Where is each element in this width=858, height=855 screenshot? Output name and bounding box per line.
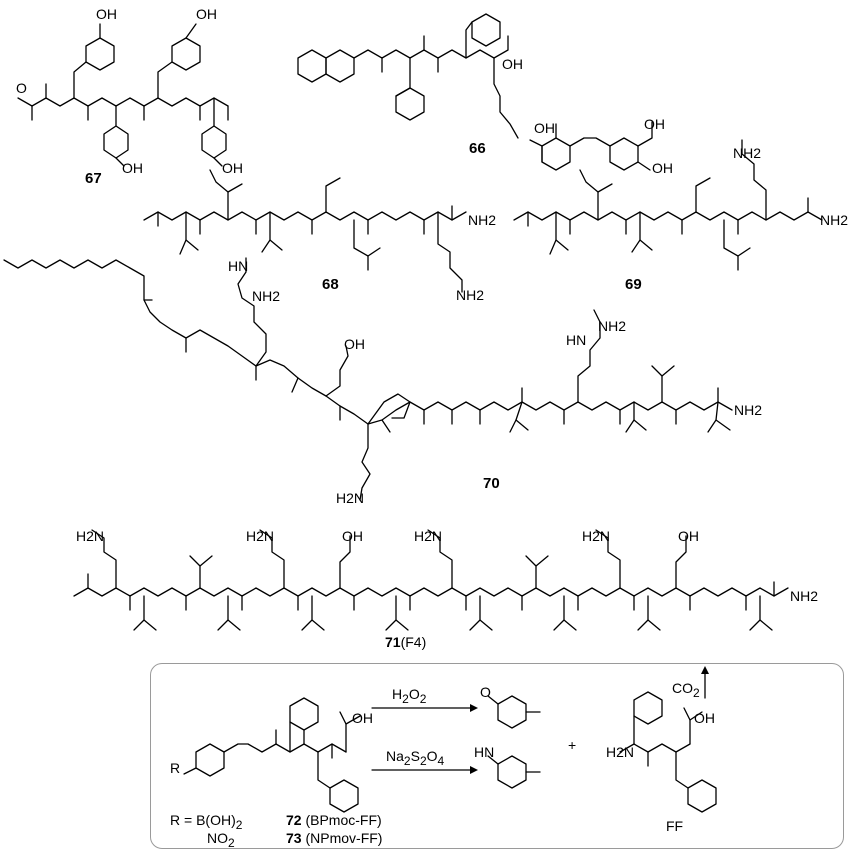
substituent-boronic-acid: R = B(OH)2 <box>170 812 242 832</box>
reagent-subscript: 2 <box>419 691 427 706</box>
atom-label: OH <box>352 710 373 726</box>
arrowhead-co2 <box>701 666 709 674</box>
reagent-hydrogen-peroxide: H2O2 <box>392 686 426 706</box>
compound-68-structure <box>143 169 467 293</box>
atom-label: OH <box>678 528 699 544</box>
compound-label-70: 70 <box>483 475 500 492</box>
compound-67-structure <box>17 23 229 167</box>
compound-72-label: 72 (BPmoc-FF) <box>286 812 382 828</box>
atom-label: NH2 <box>252 288 281 304</box>
compound-69-structure <box>513 139 823 271</box>
atom-label: NH2 <box>598 318 627 334</box>
reagent-subscript: 2 <box>402 691 409 706</box>
reagent-text: H <box>392 686 403 702</box>
atom-label: HN <box>566 332 587 348</box>
substituent-subscript: 2 <box>228 835 235 850</box>
compound-label-66: 66 <box>469 140 486 157</box>
atom-label: H2N <box>414 528 443 544</box>
atom-label: NH2 <box>734 402 763 418</box>
compound-name-72: (BPmoc-FF) <box>305 812 382 828</box>
compound-70-structure <box>3 257 733 501</box>
atom-label: H2N <box>246 528 275 544</box>
reagent-text: O <box>426 748 438 764</box>
atom-label: H2N <box>606 744 635 760</box>
compound-alias-71: (F4) <box>400 634 427 650</box>
reagent-subscript: 4 <box>437 753 445 768</box>
scheme-structures <box>183 671 717 813</box>
substituent-nitro: NO2 <box>207 830 235 850</box>
atom-label: OH <box>122 160 143 176</box>
atom-label: HN <box>228 258 249 274</box>
atom-label: R <box>170 760 181 776</box>
reagent-subscript: 2 <box>419 753 427 768</box>
scheme-box <box>150 663 844 849</box>
reagent-subscript: 2 <box>403 753 411 768</box>
compound-number-71: 71 <box>385 634 401 650</box>
atom-label: OH <box>644 116 665 132</box>
compound-label-68: 68 <box>322 276 339 293</box>
product-ff-label: FF <box>666 818 684 834</box>
atom-label: OH <box>342 528 363 544</box>
co2-subscript: 2 <box>693 685 700 700</box>
plus-sign: + <box>568 737 577 753</box>
atom-label: OH <box>222 160 243 176</box>
arrowhead-top <box>470 704 478 712</box>
compound-71-structure <box>73 529 789 631</box>
atom-label: OH <box>694 710 715 726</box>
arrowhead-bottom <box>470 766 478 774</box>
reagent-text: Na <box>386 748 404 764</box>
atom-label: NH2 <box>790 588 819 604</box>
co2-text: CO <box>672 680 693 696</box>
atom-label: H2N <box>582 528 611 544</box>
compound-73-label: 73 (NPmov-FF) <box>286 830 382 846</box>
compound-number-72: 72 <box>286 812 302 828</box>
atom-label: OH <box>96 6 117 22</box>
reagent-sodium-dithionite: Na2S2O4 <box>386 748 444 768</box>
atom-label: H2N <box>76 528 105 544</box>
compound-label-71: 71(F4) <box>385 634 426 650</box>
substituent-subscript: 2 <box>235 817 243 832</box>
atom-label: O <box>16 80 27 96</box>
atom-label: OH <box>344 336 365 352</box>
atom-label: HN <box>474 744 495 760</box>
compound-number-73: 73 <box>286 830 302 846</box>
atom-label: OH <box>502 56 523 72</box>
substituent-text: NO <box>207 830 228 846</box>
compound-label-69: 69 <box>625 276 642 293</box>
compound-label-67: 67 <box>85 170 102 187</box>
compound-name-73: (NPmov-FF) <box>305 830 383 846</box>
atom-label: OH <box>534 120 555 136</box>
atom-label: NH2 <box>733 145 762 161</box>
atom-label: NH2 <box>468 212 497 228</box>
atom-label: NH2 <box>820 212 849 228</box>
atom-label: OH <box>196 6 217 22</box>
reagent-text: O <box>408 686 420 702</box>
compound-66-structure <box>297 13 653 171</box>
substituent-text: R = B(OH) <box>170 812 236 828</box>
atom-label: NH2 <box>456 287 485 303</box>
reagent-text: S <box>410 748 420 764</box>
atom-label: O <box>480 684 491 700</box>
atom-label: H2N <box>336 490 365 506</box>
atom-label: OH <box>652 160 673 176</box>
carbon-dioxide-label: CO2 <box>672 680 700 700</box>
